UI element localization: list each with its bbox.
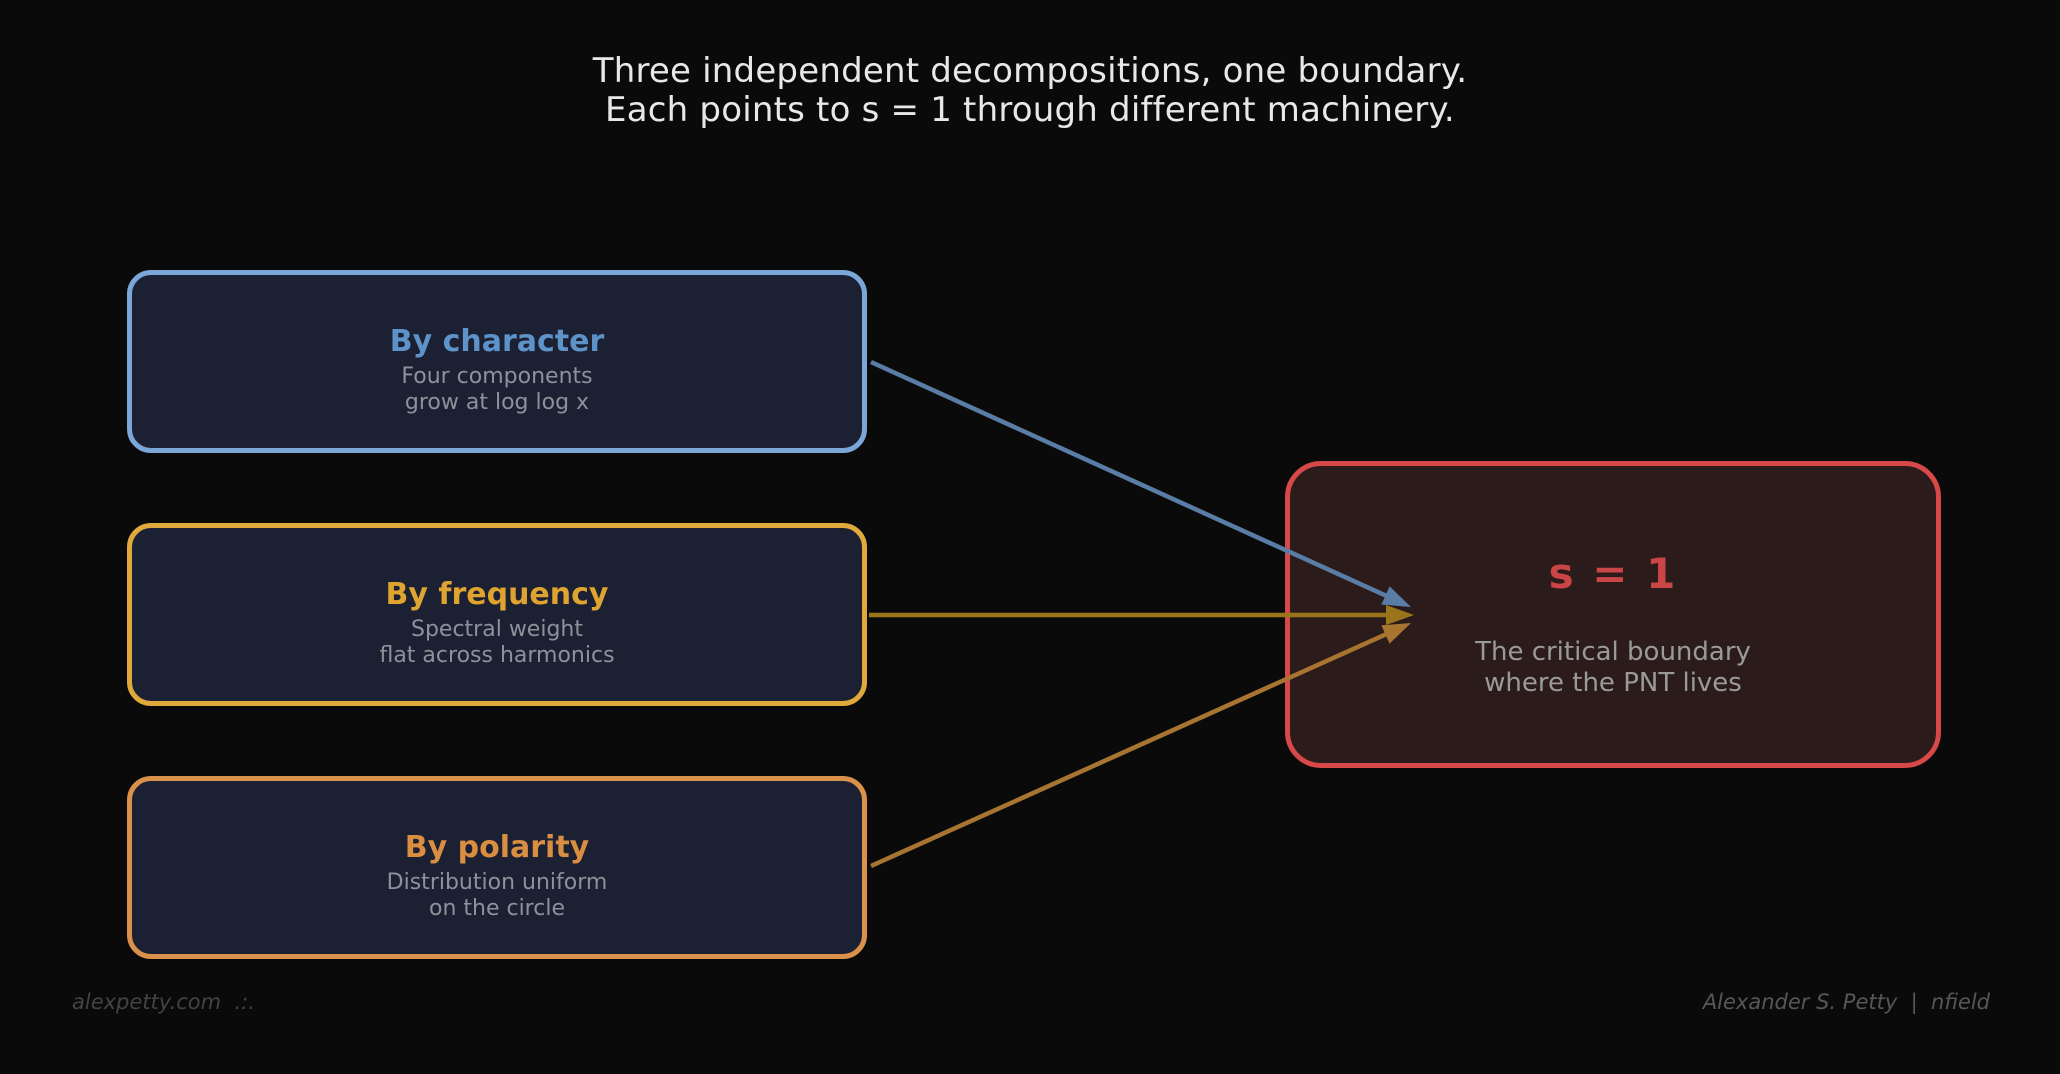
node-by-character: By character Four components grow at log… (127, 270, 867, 453)
node-s-equals-1-desc-line1: The critical boundary (1475, 637, 1751, 667)
node-by-frequency-title: By frequency (385, 577, 609, 612)
node-by-frequency-desc-line1: Spectral weight (411, 617, 583, 642)
node-by-character-title: By character (389, 324, 605, 359)
footer-site-credit: alexpetty.com .:. (72, 990, 255, 1014)
node-by-character-desc-line2: grow at log log x (404, 390, 590, 415)
node-s-equals-1-desc-line2: where the PNT lives (1484, 668, 1742, 698)
node-s-equals-1-title: s = 1 (1548, 549, 1678, 598)
node-by-polarity-title: By polarity (404, 830, 590, 865)
node-by-polarity-desc-line2: on the circle (428, 896, 565, 921)
node-s-equals-1-description: The critical boundary where the PNT live… (1475, 637, 1751, 699)
node-by-character-description: Four components grow at log log x (401, 364, 592, 416)
node-by-frequency-desc-line2: flat across harmonics (379, 643, 615, 668)
node-by-polarity-description: Distribution uniform on the circle (387, 870, 608, 922)
footer-author-credit: Alexander S. Petty | nfield (1702, 990, 1990, 1014)
diagram-title-line1: Three independent decompositions, one bo… (592, 51, 1468, 91)
diagram-title-line2: Each points to s = 1 through different m… (605, 90, 1455, 130)
node-s-equals-1: s = 1 The critical boundary where the PN… (1285, 461, 1941, 768)
node-by-polarity-desc-line1: Distribution uniform (386, 870, 608, 895)
diagram-title: Three independent decompositions, one bo… (0, 52, 2060, 130)
node-by-frequency: By frequency Spectral weight flat across… (127, 523, 867, 706)
node-by-frequency-description: Spectral weight flat across harmonics (379, 617, 614, 669)
node-by-polarity: By polarity Distribution uniform on the … (127, 776, 867, 959)
node-by-character-desc-line1: Four components (401, 364, 593, 389)
